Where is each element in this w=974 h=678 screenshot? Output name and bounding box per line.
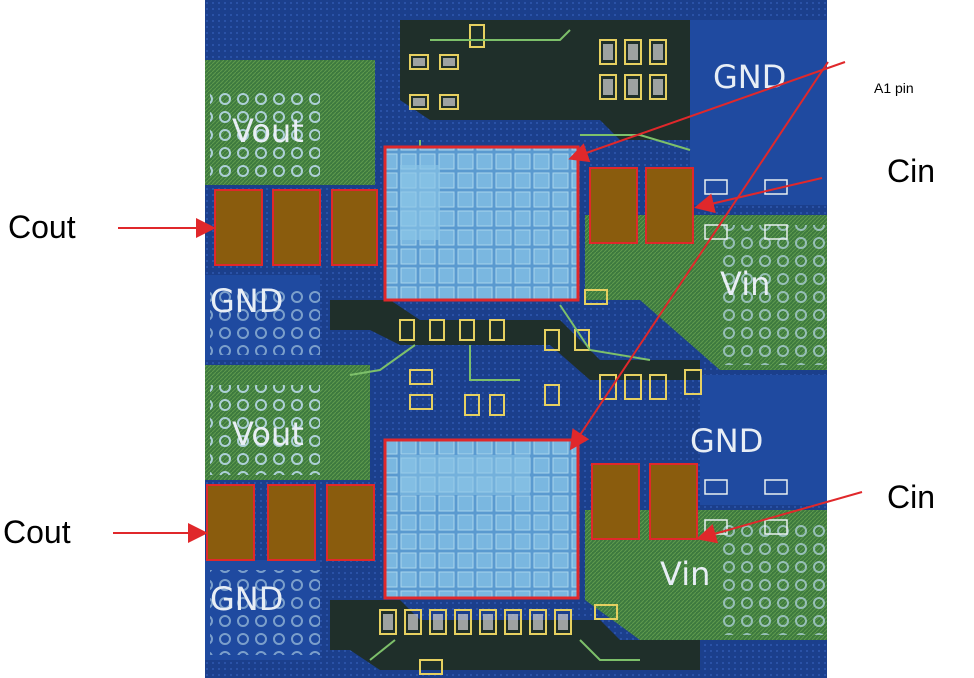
label-cout-bottom: Cout — [3, 514, 71, 550]
via-field-vout-top — [210, 90, 320, 180]
via-field-vin-top — [720, 225, 825, 365]
via-field-gnd-bottom — [210, 570, 320, 655]
arrow-a1-pin-top — [568, 61, 846, 163]
net-label-vout-top: Vout — [232, 112, 304, 150]
cin-pads-bottom — [591, 463, 698, 540]
via-field-vout-bottom — [210, 385, 320, 475]
cout-pads-bottom — [206, 484, 375, 561]
label-cin-bottom: Cin — [887, 479, 935, 515]
label-cout-top: Cout — [8, 209, 76, 245]
via-field-gnd-top — [210, 285, 320, 355]
net-label-gnd-top-left: GND — [210, 282, 283, 320]
net-label-vin-bottom: Vin — [660, 555, 710, 593]
net-label-gnd-bottom-left: GND — [210, 580, 283, 618]
net-label-vin-top: Vin — [720, 265, 770, 303]
label-cin-top: Cin — [887, 153, 935, 189]
arrow-a1-pin-bottom — [569, 61, 829, 451]
net-label-gnd-bottom-right: GND — [690, 422, 763, 460]
ic-thermal-top — [400, 165, 440, 240]
cout-pads-top — [214, 189, 378, 266]
copper-gnd-right-top — [690, 20, 827, 205]
arrow-cin-top — [694, 177, 823, 214]
net-label-gnd-top-right: GND — [713, 58, 786, 96]
cin-pads-top — [589, 167, 694, 244]
via-field-vin-bottom — [720, 520, 825, 635]
ic-thermal-bottom — [400, 455, 530, 495]
small-components — [379, 24, 702, 675]
copper-gnd-right-bottom — [700, 375, 827, 505]
net-label-vout-bottom: Vout — [232, 415, 304, 453]
component-pads-small — [383, 44, 663, 630]
label-a1-pin: A1 pin — [874, 80, 914, 96]
arrow-cin-bottom — [696, 491, 863, 544]
annotation-arrows — [113, 61, 863, 544]
